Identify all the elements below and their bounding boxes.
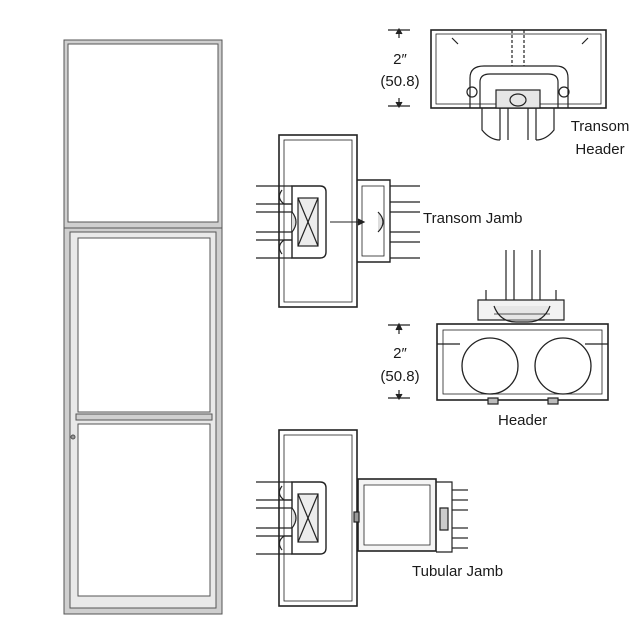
label-transom-jamb: Transom Jamb [423,210,523,227]
door-elevation [63,39,223,615]
tubular-jamb-section [256,429,468,607]
label-transom-header-line1: Transom [570,118,630,135]
transom-glass [67,43,219,223]
transom-jamb-section [256,134,420,308]
label-tubular-jamb: Tubular Jamb [412,563,504,580]
dimension-middle-inches: 2″ [393,345,407,362]
label-header: Header [498,412,548,429]
dimension-top-inches: 2″ [393,51,407,68]
door-mid-rail [75,413,213,421]
header-section [388,250,609,405]
dimension-middle-mm: (50.8) [380,368,420,385]
transom-header-section [388,27,607,141]
door-handle-icon [70,434,76,440]
dimension-top-mm: (50.8) [380,73,420,90]
door-lower-glass [77,423,211,597]
label-transom-header-line2: Header [575,141,625,158]
door-upper-glass [77,237,211,413]
